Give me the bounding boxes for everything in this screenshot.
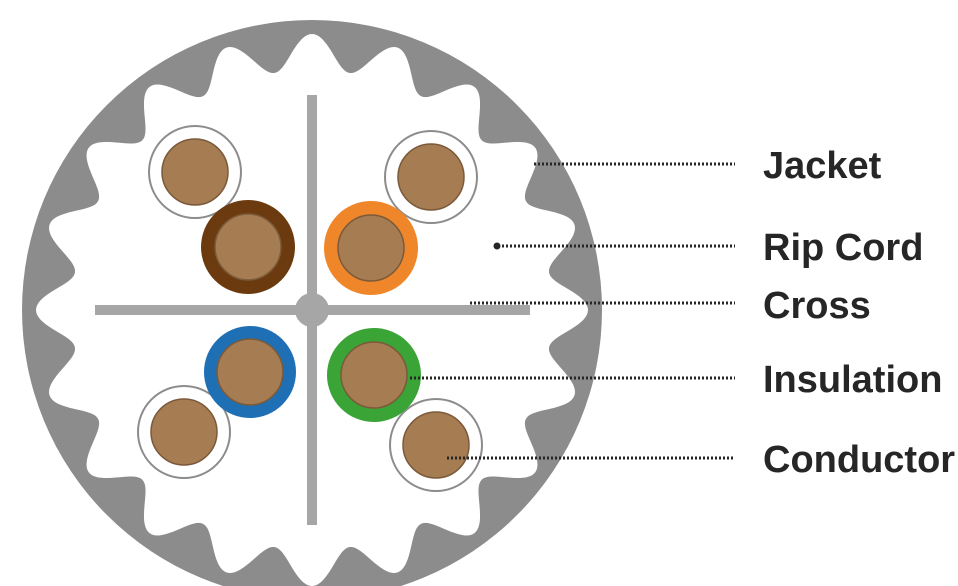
label-jacket: Jacket xyxy=(763,145,882,187)
cross-separator xyxy=(95,95,530,525)
conductor xyxy=(397,143,465,211)
wire-white-top-right xyxy=(384,130,478,224)
conductor xyxy=(402,411,470,479)
rip-cord-dot xyxy=(493,242,501,250)
wire-brown xyxy=(201,200,295,294)
conductor xyxy=(340,341,408,409)
conductor xyxy=(150,398,218,466)
conductor xyxy=(161,138,229,206)
wire-blue xyxy=(204,326,296,418)
label-insulation: Insulation xyxy=(763,359,942,401)
conductor xyxy=(337,214,405,282)
wire-white-bottom-right xyxy=(389,398,483,492)
wire-orange xyxy=(324,201,418,295)
conductor xyxy=(216,338,284,406)
label-rip-cord: Rip Cord xyxy=(763,227,923,269)
leader-lines xyxy=(410,162,735,460)
wire-white-top-left xyxy=(148,125,242,219)
wire-white-bottom-left xyxy=(137,385,231,479)
label-cross: Cross xyxy=(763,285,871,327)
wire-green xyxy=(327,328,421,422)
conductor xyxy=(214,213,282,281)
cross-center-hub xyxy=(295,293,329,327)
label-conductor: Conductor xyxy=(763,439,955,481)
